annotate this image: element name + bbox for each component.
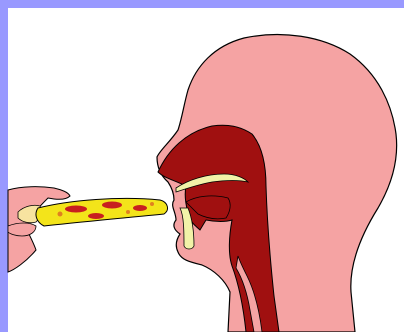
crumb-icon	[150, 202, 154, 206]
topping-icon	[65, 206, 87, 213]
topping-icon	[88, 213, 104, 219]
crumb-icon	[126, 210, 130, 214]
top-border	[0, 0, 404, 8]
pizza-slice-icon	[36, 198, 167, 226]
left-border	[0, 0, 8, 332]
topping-icon	[102, 202, 122, 209]
finger-icon	[8, 223, 36, 236]
topping-icon	[133, 205, 147, 211]
crumb-icon	[58, 212, 63, 217]
